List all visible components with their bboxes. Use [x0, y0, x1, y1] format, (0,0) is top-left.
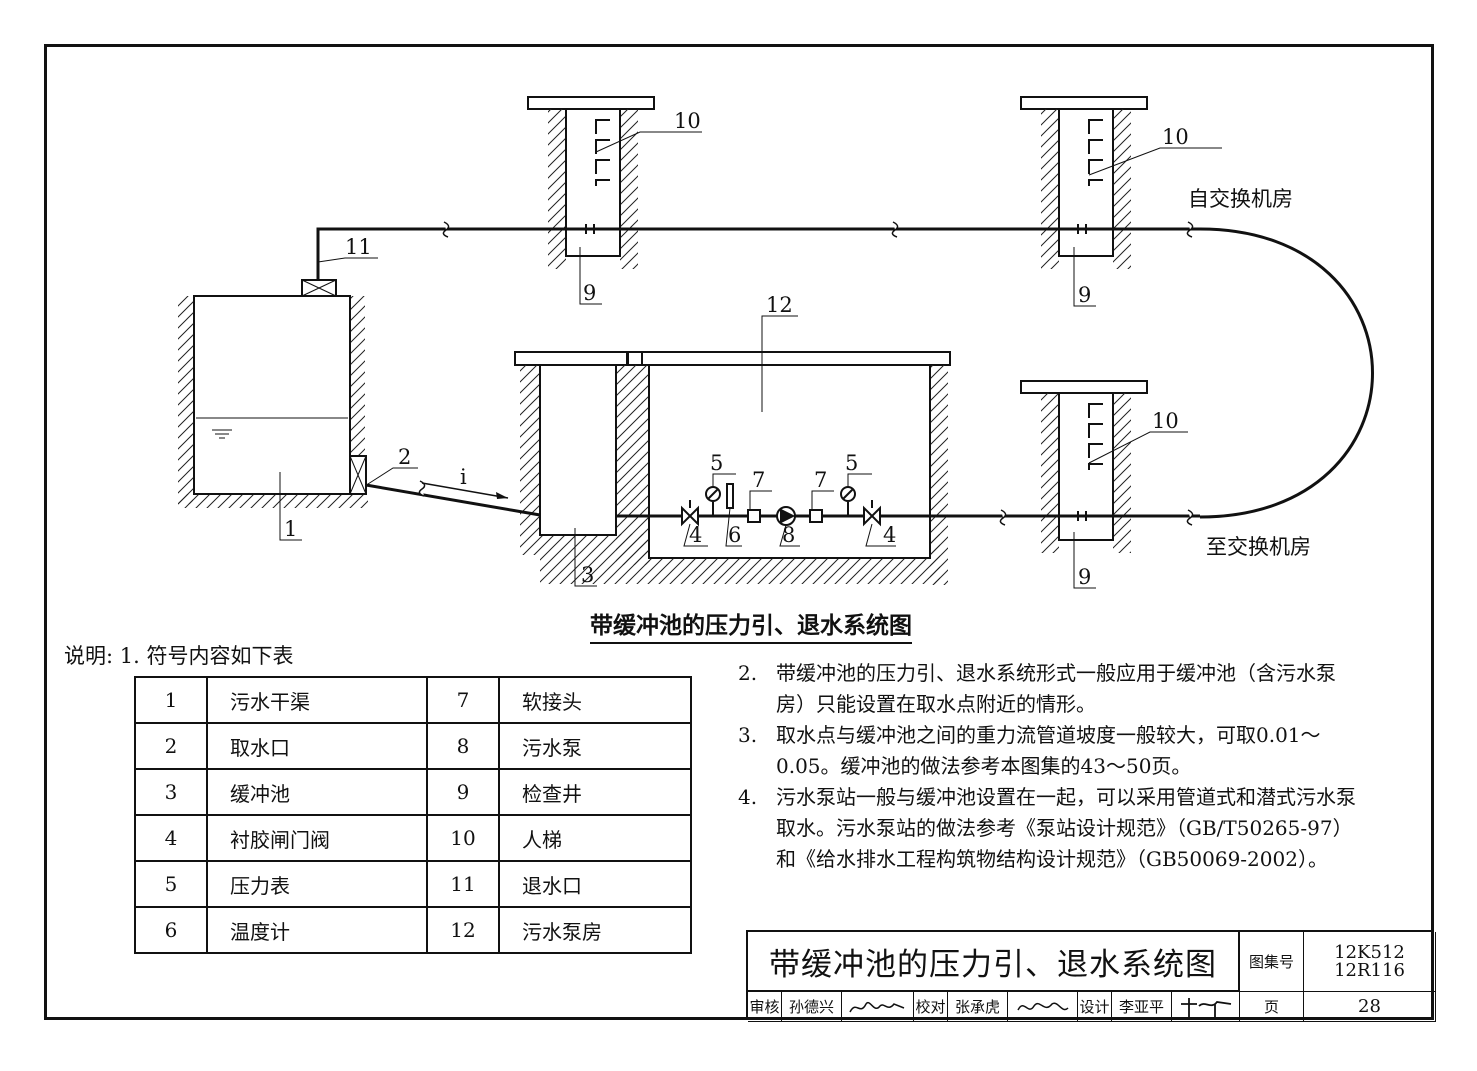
callout-1: 1 [284, 517, 297, 541]
callout-5a: 5 [710, 451, 723, 475]
inspection-well-2 [1020, 96, 1148, 269]
legend-name: 退水口 [498, 860, 692, 908]
note-text: 带缓冲池的压力引、退水系统形式一般应用于缓冲池（含污水泵房）只能设置在取水点附近… [776, 661, 1336, 716]
legend-name: 缓冲池 [206, 768, 428, 816]
callout-9b: 9 [1078, 283, 1091, 307]
callout-5b: 5 [845, 451, 858, 475]
from-exchange-room-label: 自交换机房 [1188, 187, 1293, 211]
legend-name: 污水泵 [498, 722, 692, 770]
callout-6: 6 [728, 523, 741, 547]
legend-name: 衬胶闸门阀 [206, 814, 428, 862]
legend-number: 11 [426, 860, 500, 908]
page-number: 28 [1304, 992, 1436, 1022]
page-label: 页 [1240, 992, 1304, 1022]
flex-joint-1 [747, 509, 761, 523]
legend-number: 10 [426, 814, 500, 862]
design-label: 设计 [1078, 992, 1112, 1022]
atlas-number-1: 12K512 [1334, 941, 1405, 963]
pipe-break-marks [418, 221, 1194, 526]
callout-4a: 4 [689, 523, 702, 547]
pump-equipment [681, 483, 881, 527]
note-text: 取水点与缓冲池之间的重力流管道坡度一般较大，可取0.01～0.05。缓冲池的做法… [776, 723, 1321, 778]
note-number: 3. [738, 723, 758, 747]
legend-number: 8 [426, 722, 500, 770]
sewage-canal [178, 279, 368, 508]
slope-arrow: i [421, 465, 509, 499]
note-number: 4. [738, 785, 758, 809]
atlas-number-2: 12R116 [1334, 959, 1405, 981]
callout-4b: 4 [883, 523, 896, 547]
slope-label: i [460, 465, 467, 489]
atlas-label: 图集号 [1240, 932, 1304, 992]
gate-valve-1 [681, 505, 699, 527]
inspection-well-1 [527, 96, 655, 269]
legend-name: 取水口 [206, 722, 428, 770]
title-block-title: 带缓冲池的压力引、退水系统图 [748, 932, 1240, 992]
callout-9a: 9 [583, 281, 596, 305]
legend-number: 1 [134, 676, 208, 724]
legend-name: 人梯 [498, 814, 692, 862]
legend-number: 9 [426, 768, 500, 816]
callout-7b: 7 [814, 468, 827, 492]
notes-heading: 说明: 1. 符号内容如下表 [64, 644, 294, 668]
callout-2: 2 [398, 445, 411, 469]
legend-name: 检查井 [498, 768, 692, 816]
legend-name: 软接头 [498, 676, 692, 724]
review-label: 审核 [748, 992, 782, 1022]
flex-joint-2 [809, 509, 823, 523]
title-block: 带缓冲池的压力引、退水系统图 图集号 12K512 12R116 审核 孙德兴 … [746, 930, 1436, 1022]
legend-name: 污水泵房 [498, 906, 692, 954]
reviewer-signature [842, 992, 914, 1022]
legend-number: 6 [134, 906, 208, 954]
legend-name: 压力表 [206, 860, 428, 908]
drawing-frame [44, 44, 1434, 1020]
to-exchange-room-label: 至交换机房 [1206, 535, 1311, 559]
callout-10b: 10 [1162, 125, 1189, 149]
callout-7a: 7 [752, 468, 765, 492]
note-item: 2. 带缓冲池的压力引、退水系统形式一般应用于缓冲池（含污水泵房）只能设置在取水… [738, 658, 1358, 720]
callout-11: 11 [345, 235, 372, 259]
callout-10a: 10 [674, 109, 701, 133]
reviewer-name: 孙德兴 [782, 992, 842, 1022]
inspection-well-3 [1020, 380, 1148, 553]
legend-number: 2 [134, 722, 208, 770]
note-item: 4. 污水泵站一般与缓冲池设置在一起，可以采用管道式和潜式污水泵取水。污水泵站的… [738, 782, 1358, 875]
callout-8: 8 [782, 523, 795, 547]
legend-number: 4 [134, 814, 208, 862]
callout-10c: 10 [1152, 409, 1179, 433]
legend-number: 12 [426, 906, 500, 954]
legend-name: 温度计 [206, 906, 428, 954]
legend-number: 3 [134, 768, 208, 816]
callout-9c: 9 [1078, 565, 1091, 589]
callout-3: 3 [581, 563, 594, 587]
thermometer [726, 483, 734, 509]
callout-12: 12 [766, 293, 793, 317]
legend-name: 污水干渠 [206, 676, 428, 724]
check-label: 校对 [914, 992, 948, 1022]
note-text: 污水泵站一般与缓冲池设置在一起，可以采用管道式和潜式污水泵取水。污水泵站的做法参… [776, 785, 1356, 871]
buffer-tank-and-pump-room [514, 351, 951, 585]
legend-number: 7 [426, 676, 500, 724]
checker-name: 张承虎 [948, 992, 1008, 1022]
note-item: 3. 取水点与缓冲池之间的重力流管道坡度一般较大，可取0.01～0.05。缓冲池… [738, 720, 1358, 782]
note-number: 2. [738, 661, 758, 685]
leader-lines [279, 131, 1222, 589]
designer-name: 李亚平 [1112, 992, 1172, 1022]
checker-signature [1008, 992, 1078, 1022]
diagram-title: 带缓冲池的压力引、退水系统图 [590, 606, 912, 644]
legend-number: 5 [134, 860, 208, 908]
gate-valve-2 [863, 505, 881, 527]
callout-numbers: 1 2 3 4 4 5 5 6 7 7 8 9 9 9 10 10 10 11 … [284, 109, 1189, 589]
notes-list: 2. 带缓冲池的压力引、退水系统形式一般应用于缓冲池（含污水泵房）只能设置在取水… [738, 658, 1358, 875]
designer-signature [1172, 992, 1240, 1022]
atlas-number: 12K512 12R116 [1304, 932, 1436, 992]
